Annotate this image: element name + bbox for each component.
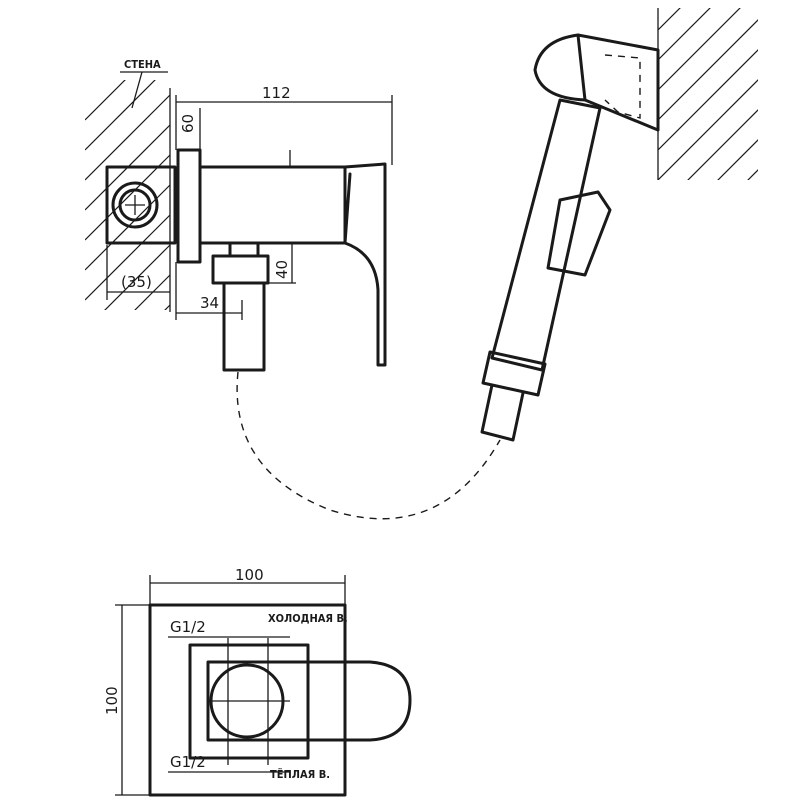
hose-dashed xyxy=(236,371,501,520)
thread-label-top: G1/2 xyxy=(170,618,206,636)
trigger-button xyxy=(546,190,612,277)
dim-outlet-offset: 34 xyxy=(200,294,219,312)
warm-water-label: ТЁПЛАЯ В. xyxy=(270,767,330,781)
dim-plate-height: 100 xyxy=(103,686,121,715)
wall-right-hatch xyxy=(658,8,758,180)
head-dome xyxy=(533,33,587,102)
wall-label: СТЕНА xyxy=(124,58,161,71)
holder xyxy=(576,33,660,132)
dim-wall-depth: (35) xyxy=(121,273,152,291)
dim-plate-thickness: 60 xyxy=(179,114,197,133)
shower-head xyxy=(480,33,660,442)
wall-hatch xyxy=(85,80,171,310)
mixer-front-view xyxy=(148,603,412,797)
mixer-lever xyxy=(343,162,387,367)
lever-front xyxy=(206,660,412,742)
embedded-box xyxy=(105,165,177,245)
mixer-body xyxy=(198,165,347,245)
wall-leader xyxy=(131,71,143,109)
dim-outlet-height: 40 xyxy=(273,260,291,279)
inner-plate xyxy=(188,643,310,760)
dim-plate-width: 100 xyxy=(235,566,264,584)
wall-plate xyxy=(176,148,202,264)
thread-label-bottom: G1/2 xyxy=(170,753,206,771)
dim-length: 112 xyxy=(262,84,291,102)
hose-collar xyxy=(481,350,547,397)
sprayer-handle xyxy=(490,98,602,372)
cartridge-outer xyxy=(111,181,159,229)
mixer-side-view xyxy=(105,148,387,372)
hose-end xyxy=(480,383,525,442)
front-plate xyxy=(148,603,347,797)
cold-water-label: ХОЛОДНАЯ В. xyxy=(268,612,348,625)
front-dimensions: 100 100 G1/2 G1/2 ХОЛОДНАЯ В. ТЁПЛАЯ В. xyxy=(103,566,348,796)
side-dimensions: 112 60 (35) 34 40 xyxy=(106,84,393,320)
cartridge-inner xyxy=(118,188,152,222)
hose-stub xyxy=(222,281,266,372)
outlet-nut xyxy=(211,254,270,285)
